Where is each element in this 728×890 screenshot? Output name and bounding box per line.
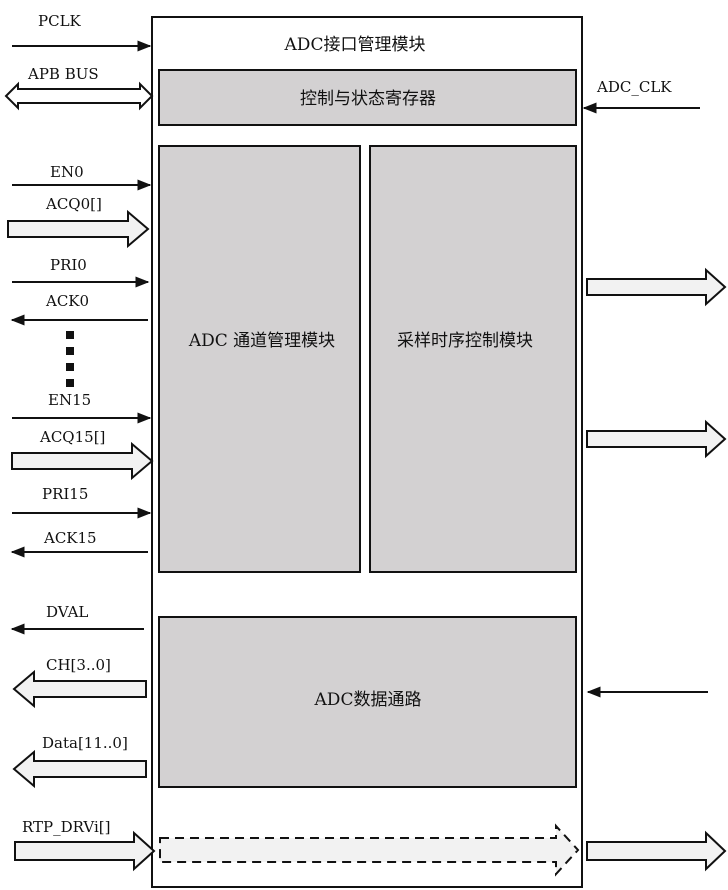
ellipsis-dot (66, 347, 74, 355)
timing-output-arrow-2 (586, 419, 727, 459)
channel-management-label: ADC 通道管理模块 (188, 331, 335, 351)
timing-control-block (369, 145, 577, 573)
pclk-label: PCLK (38, 12, 82, 30)
ack15-label: ACK15 (43, 529, 97, 547)
timing-control-label: 采样时序控制模块 (397, 331, 533, 351)
apb-bus-double-arrow (4, 81, 154, 111)
module-title: ADC接口管理模块 (284, 35, 426, 55)
datapath-label: ADC数据通路 (314, 690, 422, 710)
rtp-output-arrow (586, 830, 727, 872)
ellipsis-dot (66, 379, 74, 387)
dval-label: DVAL (46, 603, 88, 621)
acq0-label: ACQ0[] (45, 195, 102, 213)
ellipsis-dot (66, 363, 74, 371)
data-label: Data[11..0] (42, 734, 128, 752)
ch-label: CH[3..0] (46, 656, 111, 674)
ellipsis-dot (66, 331, 74, 339)
rtp-drv-label: RTP_DRVi[] (22, 818, 110, 836)
datapath-block (158, 616, 577, 788)
pri0-label: PRI0 (50, 256, 87, 274)
en15-label: EN15 (48, 391, 91, 409)
adc-clk-label: ADC_CLK (596, 78, 672, 96)
acq0-bus-arrow (7, 209, 150, 249)
timing-output-arrow-1 (586, 267, 727, 307)
ack0-label: ACK0 (45, 292, 89, 310)
control-register-block (158, 69, 577, 126)
internal-bus-dashed-arrow (159, 823, 580, 877)
en0-label: EN0 (50, 163, 84, 181)
ch-bus-arrow (12, 669, 147, 709)
channel-management-block (158, 145, 361, 573)
control-register-label: 控制与状态寄存器 (300, 89, 436, 109)
apb-bus-label: APB BUS (27, 65, 99, 83)
acq15-bus-arrow (11, 441, 154, 481)
data-bus-arrow (12, 749, 147, 789)
rtp-drv-bus-arrow (14, 830, 156, 872)
pri15-label: PRI15 (42, 485, 88, 503)
acq15-label: ACQ15[] (39, 428, 105, 446)
